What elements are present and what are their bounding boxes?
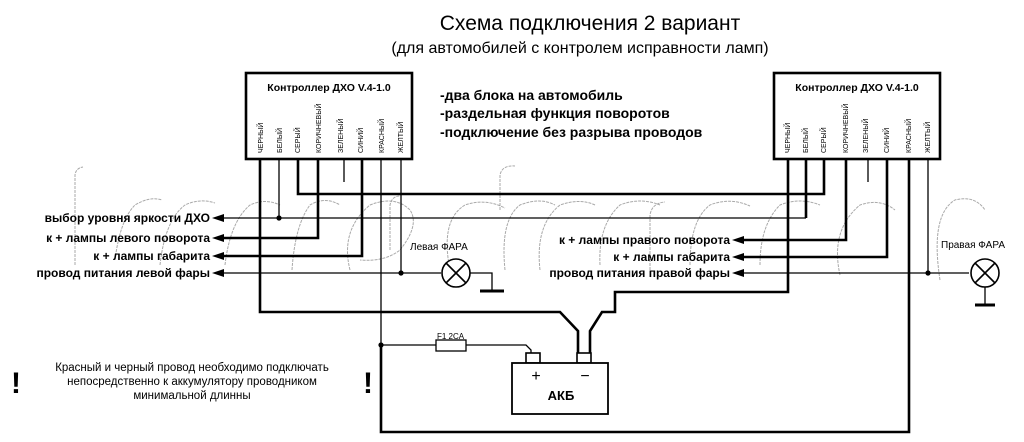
arrow-icon: [732, 253, 744, 261]
junction-dot: [276, 215, 282, 221]
right-turn-wire: [742, 159, 848, 242]
battery-plus-sign: +: [531, 368, 540, 385]
right-controller-pins: ЧЕРНЫЙ БЕЛЫЙ СЕРЫЙ КОРИЧНЕВЫЙ ЗЕЛЕНЫЙ СИ…: [783, 104, 932, 153]
left-controller-title: Контроллер ДХО V.4-1.0: [267, 82, 391, 94]
fuse-out-wire: [466, 344, 532, 354]
wire-label-left-marker: к + лампы габарита: [93, 249, 210, 263]
pin-label: СИНИЙ: [356, 128, 365, 153]
feature-item: -раздельная функция поворотов: [440, 105, 670, 121]
right-controller: Контроллер ДХО V.4-1.0 ЧЕРНЫЙ БЕЛЫЙ СЕРЫ…: [772, 71, 942, 161]
feature-item: -подключение без разрыва проводов: [440, 124, 703, 140]
pin-label: СЕРЫЙ: [819, 127, 828, 153]
features-list: -два блока на автомобиль -раздельная фун…: [440, 87, 703, 140]
exclamation-icon: !: [363, 367, 373, 400]
right-arrows: [732, 236, 744, 277]
pin-label: ЗЕЛЕНЫЙ: [336, 119, 345, 153]
exclamation-icon: !: [11, 367, 21, 400]
left-headlamp-label: Левая ФАРА: [410, 242, 468, 253]
arrow-icon: [212, 269, 224, 277]
wire-label-right-headlamp-feed: провод питания правой фары: [549, 266, 730, 280]
left-wire-labels: выбор уровня яркости ДХО к + лампы левог…: [36, 211, 210, 280]
watermark: [74, 165, 986, 281]
note-line: Красный и черный провод необходимо подкл…: [55, 362, 329, 374]
left-turn-wire: [222, 159, 320, 240]
diagram-title: Схема подключения 2 вариант: [440, 12, 741, 35]
wire-label-brightness: выбор уровня яркости ДХО: [45, 211, 210, 225]
left-controller-pins: ЧЕРНЫЙ БЕЛЫЙ СЕРЫЙ КОРИЧНЕВЫЙ ЗЕЛЕНЫЙ СИ…: [256, 104, 405, 153]
right-controller-title: Контроллер ДХО V.4-1.0: [795, 82, 919, 94]
pin-label: КРАСНЫЙ: [904, 119, 913, 153]
left-headlamp: Левая ФАРА: [410, 242, 504, 293]
wire-label-left-turn: к + лампы левого поворота: [46, 231, 210, 245]
warning-note: ! ! Красный и черный провод необходимо п…: [11, 362, 373, 402]
right-controller-box: [772, 71, 942, 161]
battery: + − АКБ: [511, 352, 609, 415]
right-black-wire: [588, 159, 790, 354]
wires: [222, 159, 969, 434]
right-headlamp-label: Правая ФАРА: [941, 240, 1005, 251]
battery-minus-sign: −: [580, 368, 589, 385]
note-line: минимальной длинны: [133, 390, 250, 402]
pin-label: ЖЕЛТЫЙ: [396, 122, 405, 153]
arrow-icon: [212, 234, 224, 242]
pin-label: ЧЕРНЫЙ: [783, 123, 792, 153]
battery-label: АКБ: [548, 388, 575, 403]
arrow-icon: [732, 236, 744, 244]
fuse-icon: [435, 339, 467, 352]
junction-dot: [925, 270, 931, 276]
fuse-label: F1 2CA: [437, 332, 465, 341]
right-headlamp: Правая ФАРА: [941, 240, 1005, 307]
pin-label: ЖЕЛТЫЙ: [923, 122, 932, 153]
arrow-icon: [212, 214, 224, 222]
battery-body: [511, 362, 609, 415]
left-lamp-ground-wire: [470, 272, 493, 290]
pin-label: КРАСНЫЙ: [377, 119, 386, 153]
pin-label: БЕЛЫЙ: [801, 128, 810, 153]
pin-label: БЕЛЫЙ: [275, 128, 284, 153]
right-marker-wire: [742, 159, 889, 259]
wire-label-right-marker: к + лампы габарита: [613, 250, 730, 264]
wire-label-left-headlamp-feed: провод питания левой фары: [36, 266, 210, 280]
pin-label: КОРИЧНЕВЫЙ: [314, 104, 323, 153]
right-wire-labels: к + лампы правого поворота к + лампы габ…: [549, 233, 730, 280]
wire-label-right-turn: к + лампы правого поворота: [559, 233, 730, 247]
battery-minus-terminal: [576, 352, 592, 364]
junction-dot: [398, 270, 404, 276]
left-marker-wire: [222, 159, 364, 258]
pin-label: ЧЕРНЫЙ: [256, 123, 265, 153]
pin-label: СЕРЫЙ: [293, 127, 302, 153]
fuse: F1 2CA: [435, 332, 467, 352]
right-red-wire: [379, 159, 911, 434]
battery-plus-terminal: [525, 352, 541, 364]
left-controller: Контроллер ДХО V.4-1.0 ЧЕРНЫЙ БЕЛЫЙ СЕРЫ…: [244, 71, 414, 161]
pin-label: ЗЕЛЕНЫЙ: [861, 119, 870, 153]
arrow-icon: [732, 269, 744, 277]
left-arrows: [212, 214, 224, 277]
feature-item: -два блока на автомобиль: [440, 87, 623, 103]
arrow-icon: [212, 252, 224, 260]
pin-label: СИНИЙ: [882, 128, 891, 153]
pin-label: КОРИЧНЕВЫЙ: [841, 104, 850, 153]
left-black-wire: [258, 159, 580, 354]
grey-interconnect-wire: [296, 159, 826, 196]
left-controller-box: [244, 71, 414, 161]
note-line: непосредственно к аккумулятору проводник…: [67, 376, 317, 388]
diagram-subtitle: (для автомобилей с контролем исправности…: [391, 40, 768, 57]
